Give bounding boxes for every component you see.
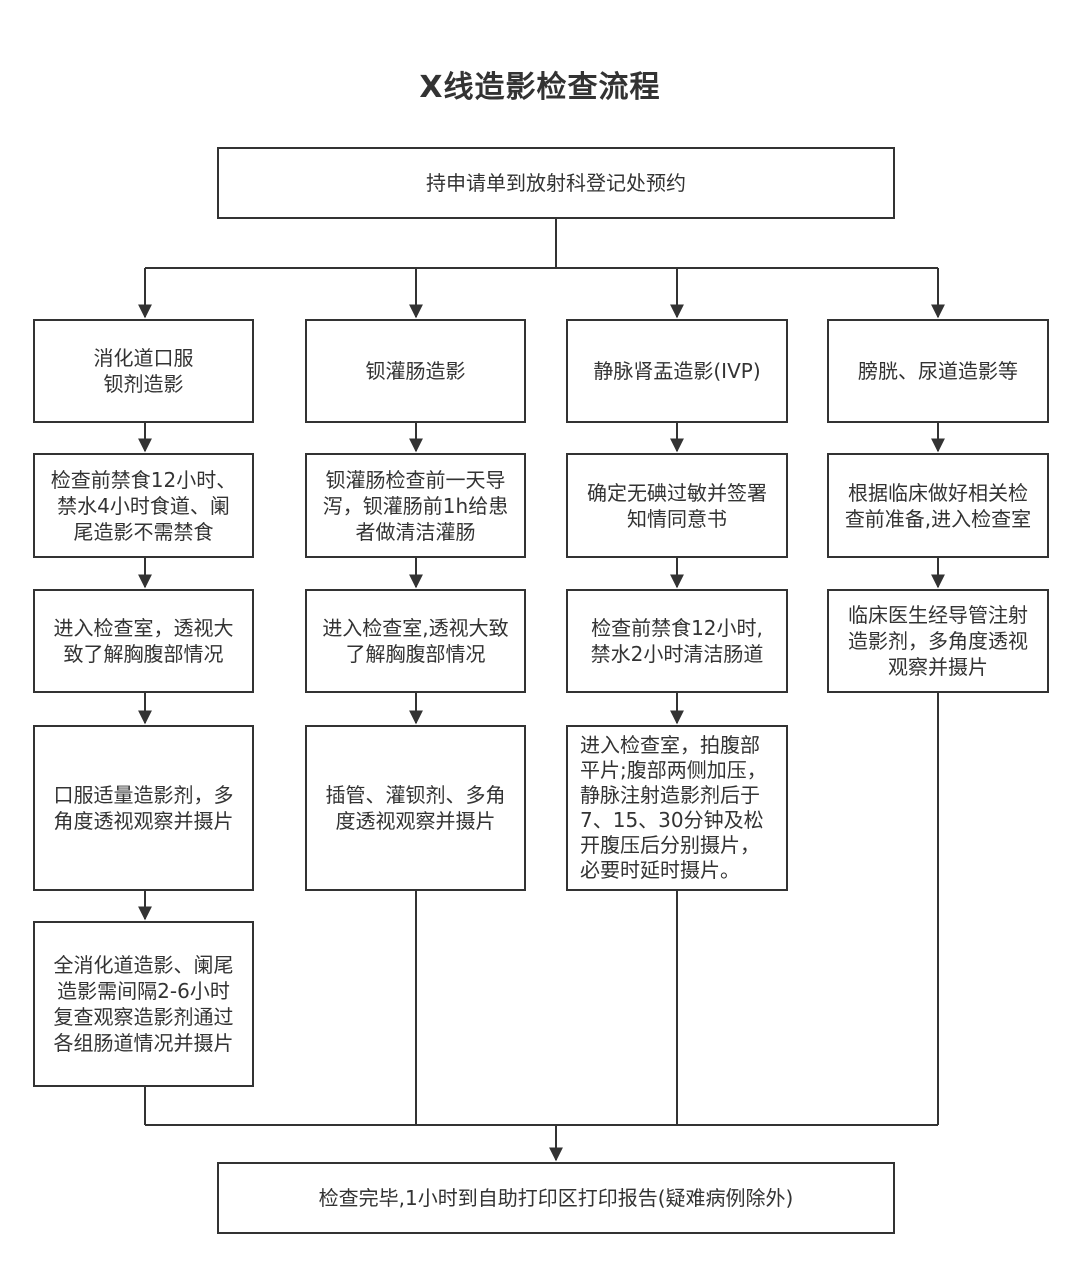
col1-step3-node: 口服适量造影剂，多 角度透视观察并摄片	[33, 725, 254, 891]
col4-header-node: 膀胱、尿道造影等	[827, 319, 1049, 423]
end-node-label: 检查完毕,1小时到自助打印区打印报告(疑难病例除外)	[318, 1186, 794, 1210]
col2-step2-node: 进入检查室,透视大致 了解胸腹部情况	[305, 589, 526, 693]
start-node-label: 持申请单到放射科登记处预约	[426, 171, 686, 195]
col1-step4-node: 全消化道造影、阑尾 造影需间隔2-6小时 复查观察造影剂通过 各组肠道情况并摄片	[33, 921, 254, 1087]
col2-header-node: 钡灌肠造影	[305, 319, 526, 423]
col4-step2-node: 临床医生经导管注射 造影剂，多角度透视 观察并摄片	[827, 589, 1049, 693]
col2-step1-node: 钡灌肠检查前一天导 泻，钡灌肠前1h给患 者做清洁灌肠	[305, 453, 526, 558]
col3-header-node: 静脉肾盂造影(IVP)	[566, 319, 788, 423]
col4-step1-node: 根据临床做好相关检 查前准备,进入检查室	[827, 453, 1049, 558]
col1-header-node: 消化道口服 钡剂造影	[33, 319, 254, 423]
col3-step1-node: 确定无碘过敏并签署 知情同意书	[566, 453, 788, 558]
diagram-title: X线造影检查流程	[419, 70, 661, 105]
col1-step1-node: 检查前禁食12小时、 禁水4小时食道、阑 尾造影不需禁食	[33, 453, 254, 558]
col1-step2-node: 进入检查室，透视大 致了解胸腹部情况	[33, 589, 254, 693]
col2-step3-node: 插管、灌钡剂、多角 度透视观察并摄片	[305, 725, 526, 891]
col3-step2-node: 检查前禁食12小时, 禁水2小时清洁肠道	[566, 589, 788, 693]
end-node-report: 检查完毕,1小时到自助打印区打印报告(疑难病例除外)	[217, 1162, 895, 1234]
start-node-registration: 持申请单到放射科登记处预约	[217, 147, 895, 219]
col3-step3-node: 进入检查室，拍腹部 平片;腹部两侧加压， 静脉注射造影剂后于 7、15、30分钟…	[566, 725, 788, 891]
